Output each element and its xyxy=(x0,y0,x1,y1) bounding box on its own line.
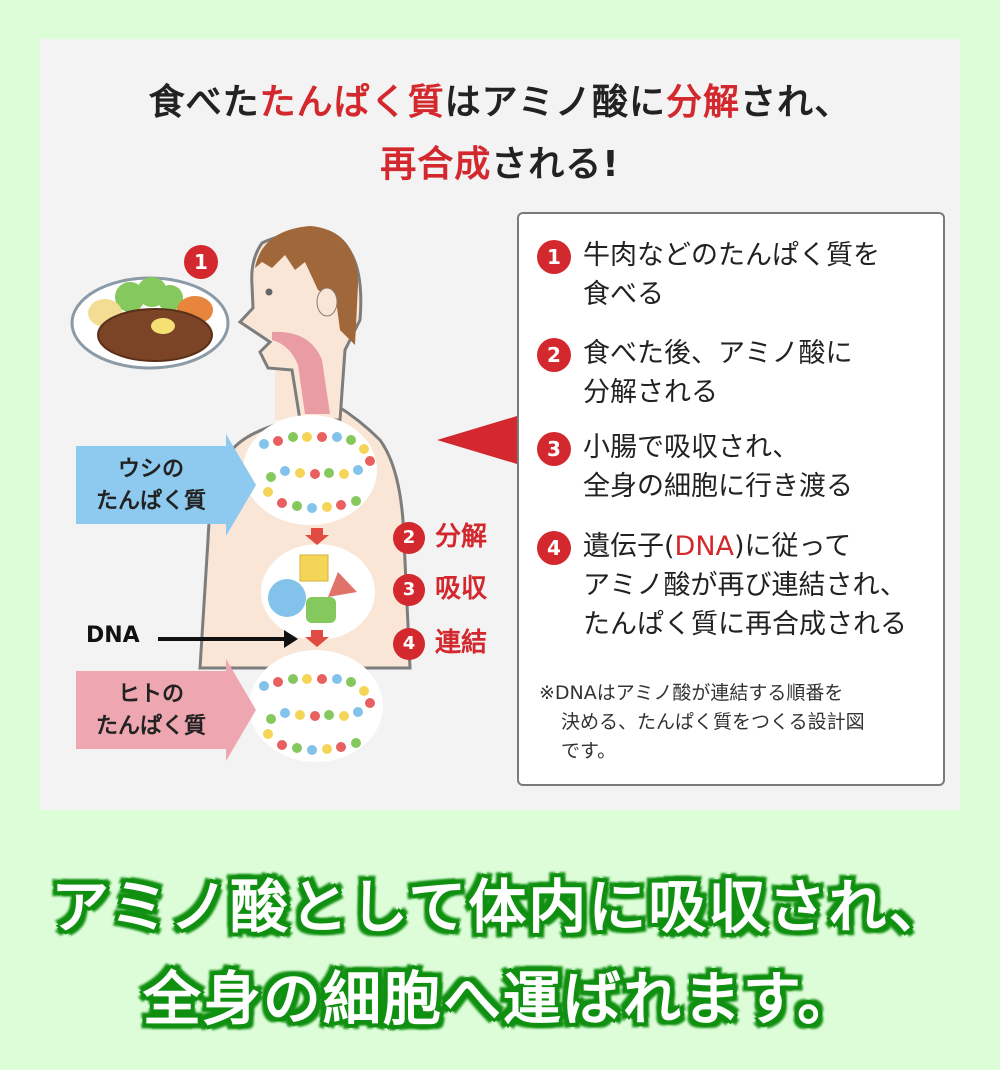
note-text: 決める、たんぱく質をつくる設計図 xyxy=(561,711,865,733)
step-3-badge: 3 xyxy=(393,573,425,606)
step-badge: 2 xyxy=(537,338,571,372)
amino-acid-chain-cow xyxy=(259,432,375,513)
human-label-line2: たんぱく質 xyxy=(95,714,206,739)
amino-acid-sphere xyxy=(268,579,306,617)
diagram-title: 食べたたんぱく質はアミノ酸に分解され、 再合成される! xyxy=(0,72,1000,196)
title-text: される! xyxy=(491,144,620,185)
human-protein-label: ヒトの たんぱく質 xyxy=(76,659,256,761)
dna-footnote: ※DNAはアミノ酸が連結する順番を 決める、たんぱく質をつくる設計図 です。 xyxy=(539,679,939,766)
cow-protein-label: ウシの たんぱく質 xyxy=(76,434,256,536)
step-text-part: )に従って xyxy=(734,531,852,562)
esophagus xyxy=(272,331,330,414)
title-highlight: 分解 xyxy=(665,82,740,123)
step-text: たんぱく質に再合成される xyxy=(583,609,907,640)
note-text: ※DNAはアミノ酸が連結する順番を xyxy=(539,682,844,704)
step-text-part: 遺伝子( xyxy=(583,531,675,562)
process-step-breakdown: 2 分解 xyxy=(393,520,487,554)
step-text: 分解される xyxy=(583,377,718,408)
step-text: 食べる xyxy=(583,279,664,310)
note-text: です。 xyxy=(561,740,617,762)
footer-caption-line1: アミノ酸として体内に吸収され、 xyxy=(51,873,949,941)
process-label: 分解 xyxy=(435,522,488,552)
step-4-badge: 4 xyxy=(393,627,425,660)
down-arrow-icon xyxy=(305,630,329,647)
hair xyxy=(255,226,358,345)
step-text: アミノ酸が再び連結され、 xyxy=(583,570,907,601)
explanation-step-4: 4 遺伝子(DNA)に従って アミノ酸が再び連結され、 たんぱく質に再合成される xyxy=(533,527,933,644)
explanation-step-2: 2 食べた後、アミノ酸に 分解される xyxy=(533,334,933,412)
amino-acid-cylinder xyxy=(306,597,336,623)
process-step-linking: 4 連結 xyxy=(393,626,487,660)
dna-label: DNA xyxy=(86,623,140,648)
amino-acid-cube xyxy=(299,554,329,582)
title-highlight: たんぱく質 xyxy=(259,82,445,123)
down-arrow-icon xyxy=(305,528,329,545)
step-text: 牛肉などのたんぱく質を xyxy=(583,240,880,271)
step-2-badge: 2 xyxy=(393,521,425,554)
step-text: 遺伝子(DNA)に従って xyxy=(533,527,933,566)
human-label-line1: ヒトの xyxy=(117,682,184,707)
human-protein-loop xyxy=(249,650,383,762)
explanation-box: 1 牛肉などのたんぱく質を 食べる 2 食べた後、アミノ酸に 分解される 3 小… xyxy=(517,212,945,786)
callout-pointer-icon xyxy=(437,416,517,464)
step-badge: 3 xyxy=(537,432,571,466)
explanation-step-1: 1 牛肉などのたんぱく質を 食べる xyxy=(533,236,933,314)
footer-caption-line2: 全身の細胞へ運ばれます。 xyxy=(142,965,858,1033)
title-text: され、 xyxy=(739,82,852,123)
title-highlight: 再合成 xyxy=(380,144,492,185)
amino-acid-pyramid xyxy=(328,572,357,597)
dna-highlight: DNA xyxy=(674,531,735,562)
title-text: はアミノ酸に xyxy=(444,82,666,123)
step-1-badge: 1 xyxy=(184,245,218,279)
title-text: 食べた xyxy=(148,82,260,123)
cow-label-line1: ウシの xyxy=(117,457,184,482)
step-text: 食べた後、アミノ酸に xyxy=(583,338,853,369)
explanation-step-3: 3 小腸で吸収され、 全身の細胞に行き渡る xyxy=(533,428,933,506)
steak xyxy=(97,308,213,362)
cow-label-line2: たんぱく質 xyxy=(95,489,206,514)
step-badge: 4 xyxy=(537,531,571,565)
step-badge: 1 xyxy=(537,240,571,274)
process-label: 連結 xyxy=(435,628,488,658)
title-line-2: 再合成される! xyxy=(0,134,1000,196)
title-line-1: 食べたたんぱく質はアミノ酸に分解され、 xyxy=(0,72,1000,134)
process-step-absorption: 3 吸収 xyxy=(393,572,487,606)
step-text: 全身の細胞に行き渡る xyxy=(583,471,853,502)
step-text: 小腸で吸収され、 xyxy=(583,432,800,463)
amino-acid-chain-human xyxy=(259,674,375,755)
process-label: 吸収 xyxy=(435,574,488,604)
right-arrow-icon xyxy=(158,630,298,648)
